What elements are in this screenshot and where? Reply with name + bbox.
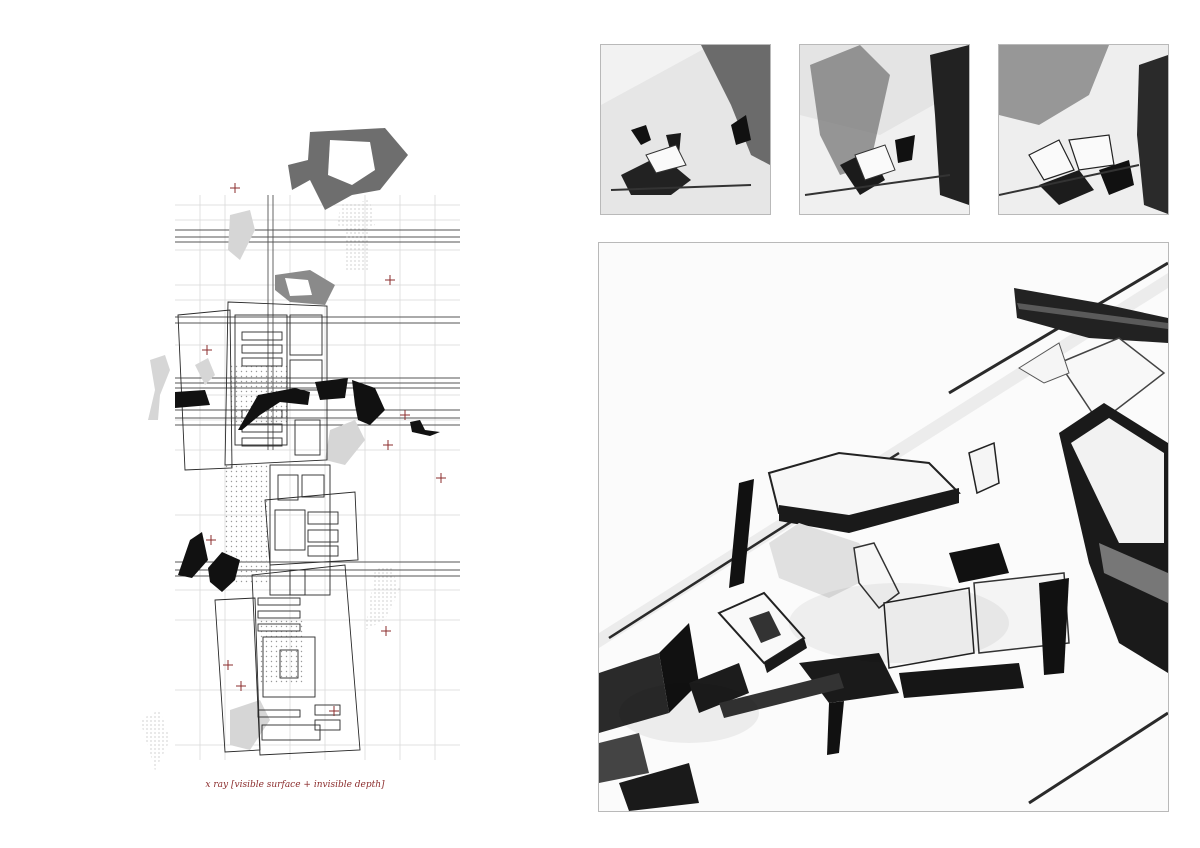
cross-marker: [385, 275, 395, 285]
central-structures: [599, 441, 1070, 811]
cross-marker: [329, 706, 339, 716]
stacked-layers-top: [1014, 288, 1168, 343]
red-markers: [202, 183, 446, 716]
cross-marker: [223, 660, 233, 670]
cross-marker: [436, 473, 446, 483]
cross-marker: [230, 183, 240, 193]
model-process-photo-2: [799, 44, 970, 215]
hand-shape: [701, 45, 770, 165]
black-sections: [175, 378, 440, 592]
cross-marker: [381, 626, 391, 636]
grey-fragments: [140, 200, 400, 770]
model-process-photo-1: [600, 44, 771, 215]
site-plan-svg: [140, 128, 460, 770]
cross-marker: [206, 535, 216, 545]
cross-marker: [202, 345, 212, 355]
model-overview-photo: [598, 242, 1169, 812]
cross-marker: [236, 681, 246, 691]
grey-building-mid: [275, 270, 335, 305]
cross-marker: [400, 410, 410, 420]
grey-building-top: [288, 128, 408, 210]
xray-site-drawing: [130, 120, 470, 780]
drawing-caption: x ray [visible surface + invisible depth…: [205, 780, 385, 790]
stacked-layers-right: [1059, 403, 1168, 673]
hand-shape: [999, 45, 1109, 125]
model-process-photo-3: [998, 44, 1169, 215]
cross-marker: [383, 440, 393, 450]
section-lines: [175, 195, 460, 577]
plan-linework: [177, 301, 361, 756]
hand-shape: [810, 45, 890, 175]
